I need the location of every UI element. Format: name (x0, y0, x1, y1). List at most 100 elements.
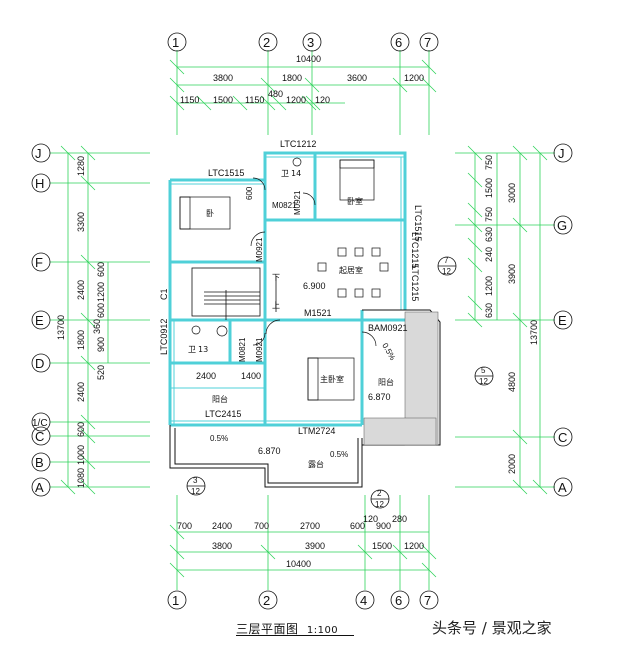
callout-bottom: 12 (191, 487, 200, 496)
dim-text: 1200 (484, 276, 494, 296)
axis-label-left: D (35, 356, 44, 371)
dim-text: 360 (92, 319, 102, 334)
axis-label-top: 1 (172, 35, 179, 50)
dim-text: 750 (484, 207, 494, 222)
dim-text: 700 (177, 521, 192, 531)
room-number: 14 (291, 169, 301, 178)
dim-text: 1280 (76, 156, 86, 176)
axis-label-top: 7 (424, 35, 431, 50)
axis-label-left: H (35, 176, 44, 191)
window-lines (170, 156, 405, 425)
axis-label-bottom: 2 (263, 593, 270, 608)
left-inner-dims: 600 1200 600 360 900 520 (92, 262, 106, 380)
room-label: 阳台 (378, 377, 394, 387)
elevation-mark: 6.870 (258, 446, 281, 456)
window-tag: LTC1212 (280, 139, 316, 149)
room-label: 卧室 (347, 196, 363, 206)
axis-label-left: B (35, 455, 44, 470)
dim-note: 600 (245, 186, 254, 200)
dim-text: 1200 (404, 73, 424, 83)
axis-label-left: C (35, 429, 44, 444)
dim-text: 3800 (213, 73, 233, 83)
furniture (179, 157, 389, 401)
elevation-mark: 6.900 (303, 281, 326, 291)
axis-bubbles-right (553, 143, 573, 497)
dim-text: 2000 (507, 454, 517, 474)
bottom-total-dim: 10400 (286, 559, 311, 569)
top-total-dim: 10400 (296, 54, 321, 64)
dim-note: 2400 (196, 371, 216, 381)
dim-text: 1200 (96, 282, 106, 302)
door-swings (250, 177, 377, 347)
left-total-dim: 13700 (56, 315, 66, 340)
right-outer-dims: 3000 3900 4800 2000 (507, 183, 517, 474)
dim-text: 2400 (76, 382, 86, 402)
callout-top: 3 (193, 476, 198, 485)
dim-text: 1200 (404, 541, 424, 551)
dim-note: 1400 (241, 371, 261, 381)
detail-callouts (186, 256, 494, 509)
callout-bottom: 12 (442, 267, 451, 276)
room-label: 阳台 (212, 394, 228, 404)
dim-text: 1080 (76, 468, 86, 488)
dim-text: 900 (96, 337, 106, 352)
stair-down-label: 下 (272, 273, 280, 282)
dim-text: 3600 (347, 73, 367, 83)
bottom-row2-dims: 3800 3900 1500 1200 (212, 541, 424, 551)
dim-text: 600 (96, 303, 106, 318)
dim-text: 3900 (507, 264, 517, 284)
building-walls (168, 151, 407, 427)
stair-up-label: 上 (272, 301, 280, 310)
left-dimension-lines (60, 145, 109, 495)
door-tag: M0921 (255, 237, 264, 262)
axis-bubbles-left (31, 143, 51, 497)
bottom-row1-dims: 700 2400 700 2700 600 120 900 280 (177, 514, 407, 531)
window-tag: LTC1515 (413, 205, 423, 241)
axis-label-right: C (558, 430, 567, 445)
dim-text: 600 (96, 262, 106, 277)
window-tag: LTC1215 (410, 232, 420, 268)
axis-grid (50, 50, 555, 590)
dim-text: 750 (484, 155, 494, 170)
dim-text: 1800 (282, 73, 302, 83)
room-label: 露台 (308, 459, 324, 469)
door-tag: M0921 (293, 190, 302, 215)
axis-bubbles-bottom (167, 590, 439, 610)
door-tag: M0921 (255, 337, 264, 362)
dim-text: 3000 (507, 183, 517, 203)
title-scale: 1:100 (306, 625, 339, 636)
drawing-title: 三层平面图 1:100 (236, 620, 354, 637)
axis-label-left: A (35, 480, 44, 495)
window-tag: LTC1515 (208, 168, 244, 178)
top-dimension-lines (169, 59, 437, 111)
room-label: 起居室 (339, 265, 363, 275)
dim-text: 2400 (76, 280, 86, 300)
door-tag: BAM0921 (368, 323, 408, 333)
dim-text: 1150 (245, 95, 264, 105)
right-dimension-lines (467, 145, 548, 495)
axis-label-bottom: 1 (172, 593, 179, 608)
door-tag: LTM2724 (298, 426, 335, 436)
callout-top: 7 (444, 256, 449, 265)
window-tag: LTC2415 (205, 409, 241, 419)
watermark: 头条号 / 景观之家 (432, 619, 552, 637)
callout-top: 5 (481, 366, 486, 375)
dim-text: 120 (315, 95, 330, 105)
dim-text: 240 (484, 247, 494, 262)
axis-label-left: E (35, 313, 44, 328)
bottom-dimension-lines (169, 524, 437, 578)
elevation-mark: 6.870 (368, 392, 391, 402)
column-tag: C1 (159, 288, 169, 300)
axis-bubbles-top (167, 32, 439, 52)
axis-label-right: J (558, 146, 565, 161)
room-label: 卧 (206, 209, 214, 218)
dim-text: 700 (254, 521, 269, 531)
dim-text: 520 (96, 365, 106, 380)
dim-text: 120 (363, 514, 378, 524)
dim-text: 600 (76, 422, 86, 437)
dim-text: 1500 (484, 178, 494, 198)
bathroom-label: 卫 (281, 169, 289, 178)
right-total-dim: 13700 (529, 320, 539, 345)
dim-text: 1800 (76, 330, 86, 350)
